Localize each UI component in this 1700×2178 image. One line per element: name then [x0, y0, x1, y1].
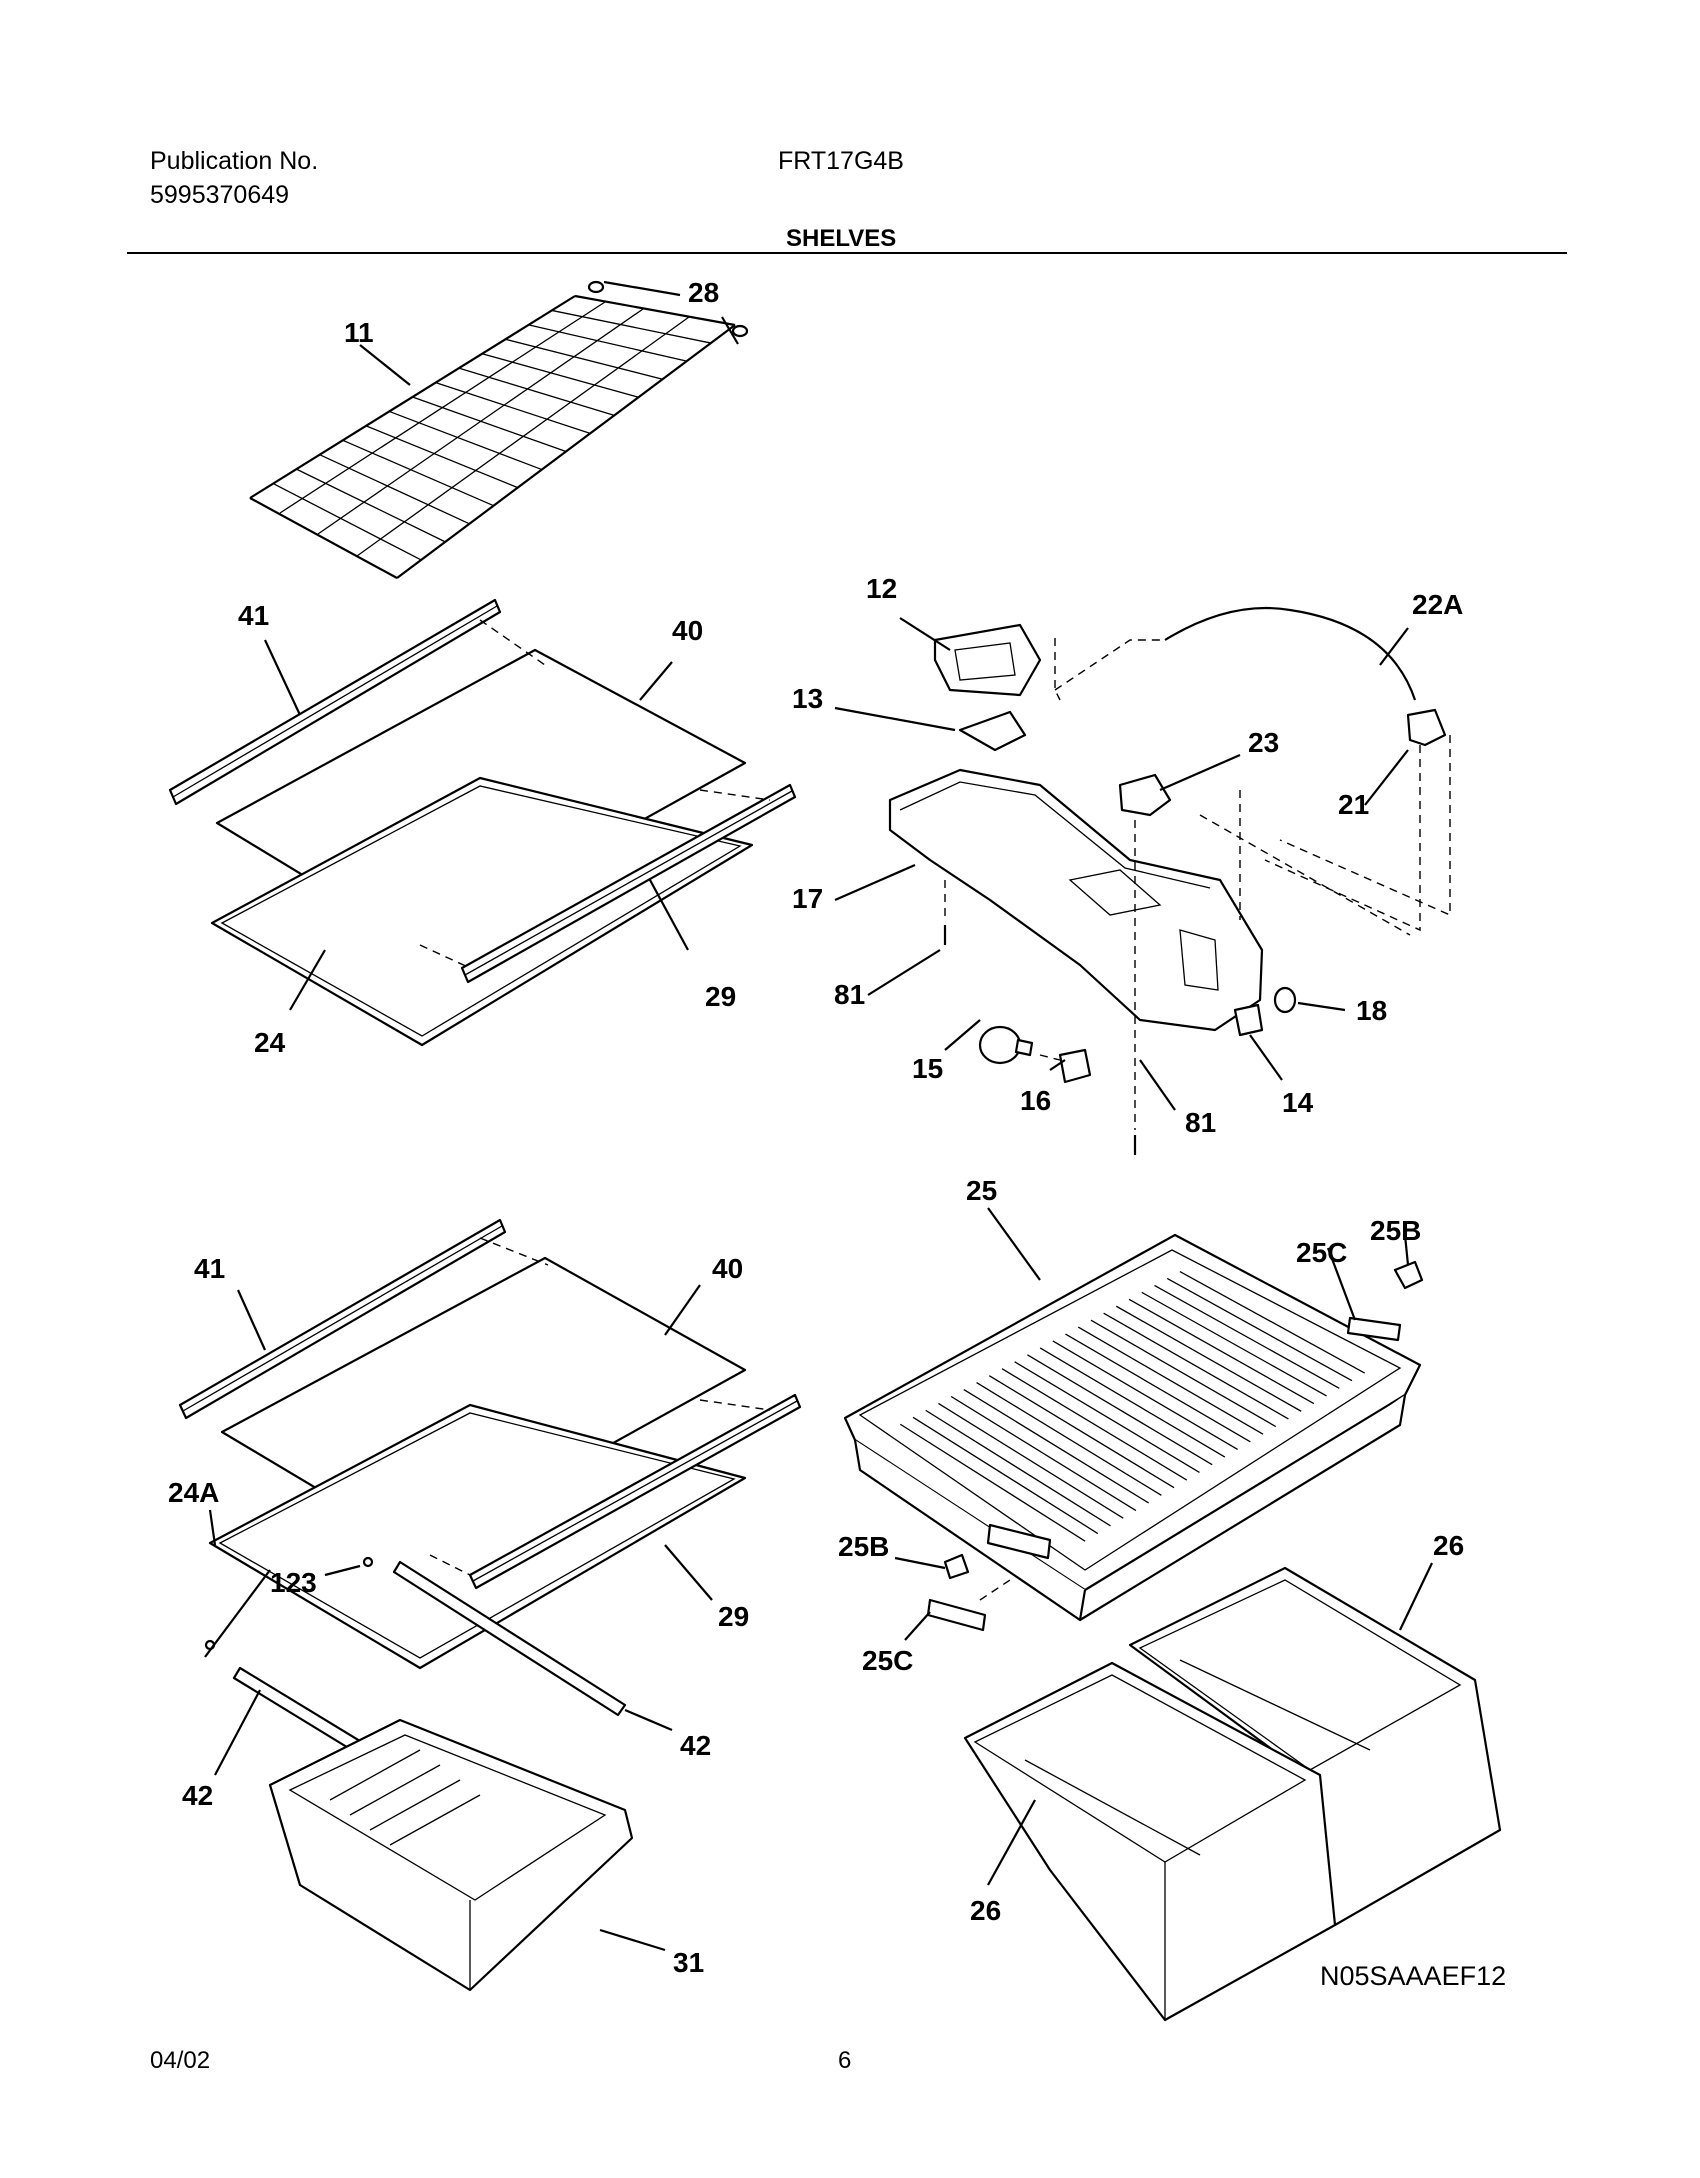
callout-123: 123 [270, 1567, 317, 1598]
light-shield-part-12 [933, 623, 1042, 697]
callout-42-left: 42 [182, 1780, 213, 1811]
callout-21: 21 [1338, 789, 1369, 820]
crisper-drawer-part-26-front [963, 1661, 1337, 2022]
callout-24: 24 [254, 1027, 286, 1058]
callout-41-top: 41 [238, 600, 269, 631]
shelf-trim-part-41-top [168, 598, 502, 806]
diagram-code: N05SAAAEF12 [1320, 1961, 1506, 1991]
callout-25C-top: 25C [1296, 1237, 1347, 1268]
wire-harness-part-22A [1164, 606, 1417, 701]
callout-81-right: 81 [1185, 1107, 1216, 1138]
callout-40-top: 40 [672, 615, 703, 646]
shelf-frame-part-24 [210, 776, 754, 1047]
callout-12: 12 [866, 573, 897, 604]
shelf-frame-part-24A [208, 1403, 747, 1670]
drawer-part-31 [268, 1718, 634, 1992]
shelf-trim-part-41-bottom [178, 1218, 507, 1420]
callout-42-right: 42 [680, 1730, 711, 1761]
publication-label: Publication No. [150, 147, 319, 175]
light-bulb-part-15 [978, 1025, 1034, 1065]
callout-25B-top: 25B [1370, 1215, 1421, 1246]
header-rule [127, 252, 1567, 254]
callout-40-bottom: 40 [712, 1253, 743, 1284]
publication-number: 5995370649 [150, 181, 290, 209]
shelf-trim-part-29-bottom [468, 1393, 802, 1590]
callout-23: 23 [1248, 727, 1279, 758]
slide-rail-part-42-right [392, 1560, 627, 1717]
callout-41-bottom: 41 [194, 1253, 225, 1284]
section-title: SHELVES [786, 225, 897, 252]
callout-17: 17 [792, 883, 823, 914]
wire-shelf-part-11 [249, 294, 736, 579]
callout-13: 13 [792, 683, 823, 714]
callout-26-top: 26 [1433, 1530, 1464, 1561]
callout-31: 31 [673, 1947, 704, 1978]
callout-15: 15 [912, 1053, 943, 1084]
callout-28: 28 [688, 277, 719, 308]
callout-25C-bottom: 25C [862, 1645, 913, 1676]
callout-16: 16 [1020, 1085, 1051, 1116]
knob-part-18 [1273, 986, 1297, 1014]
callout-18: 18 [1356, 995, 1387, 1026]
callout-81-left: 81 [834, 979, 865, 1010]
switch-part-21 [1406, 708, 1447, 747]
callout-labels: 11 28 41 40 29 24 12 13 22A 23 21 17 81 … [168, 277, 1464, 1978]
shelf-trim-part-29-top [460, 783, 797, 984]
callout-25B-bottom: 25B [838, 1531, 889, 1562]
callout-29-bottom: 29 [718, 1601, 749, 1632]
callout-25: 25 [966, 1175, 997, 1206]
end-cap-part-28 [587, 280, 749, 338]
callout-14: 14 [1282, 1087, 1314, 1118]
light-switch-part-14 [1233, 1003, 1264, 1037]
model-number: FRT17G4B [778, 147, 904, 175]
thermostat-part-23 [1118, 773, 1172, 817]
cover-clip-part-25C [926, 1316, 1402, 1632]
callout-26-bottom: 26 [970, 1895, 1001, 1926]
callout-11: 11 [344, 317, 374, 348]
callout-24A: 24A [168, 1477, 219, 1508]
socket-part-16 [1058, 1048, 1092, 1084]
callout-22A: 22A [1412, 589, 1463, 620]
bracket-part-13 [958, 710, 1027, 752]
control-housing-part-17 [888, 768, 1264, 1032]
screw-part-81 [943, 925, 1137, 1155]
footer-date: 04/02 [150, 2047, 210, 2074]
cover-clip-part-25B [943, 1260, 1424, 1580]
footer-page: 6 [838, 2047, 851, 2074]
callout-29-top: 29 [705, 981, 736, 1012]
crisper-cover-part-25 [843, 1233, 1422, 1622]
leader-lines [204, 280, 1433, 1952]
